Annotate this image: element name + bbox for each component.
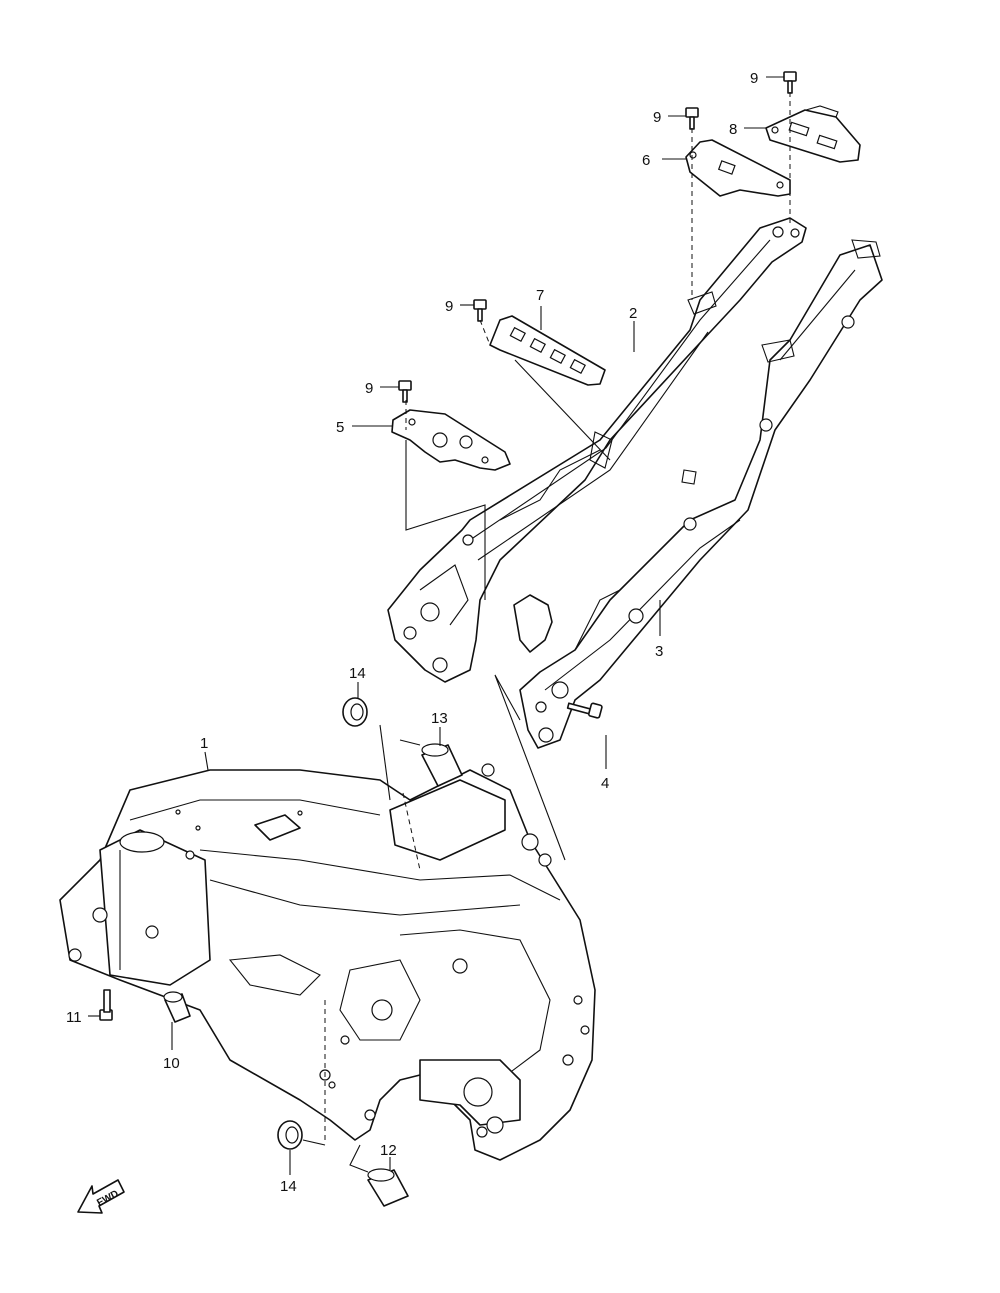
collar-part-13 [421,743,463,787]
alignment-line [379,724,391,801]
callout-11: 11 [66,1009,82,1026]
seat-rail-right-part-3 [513,239,883,749]
alignment-line [405,440,486,600]
bolt-9-low [398,380,412,403]
callout-14-bottom: 14 [280,1178,297,1195]
seat-rail-left-part-2 [387,217,807,683]
callout-6: 6 [642,152,650,169]
plate-part-6 [685,139,791,197]
alignment-line [402,792,421,871]
bushing-part-14-bottom [277,1120,303,1150]
callout-8: 8 [729,121,737,138]
bushing-part-14-top [342,697,368,727]
callout-9-top: 9 [750,70,758,87]
arrow-left-down-icon [77,1179,125,1214]
leader-line [204,751,209,771]
main-frame-part-1 [59,763,596,1161]
callout-2: 2 [629,305,637,322]
bracket-part-5 [391,409,511,471]
callout-10: 10 [163,1055,180,1072]
plate-part-7 [489,315,606,386]
callout-13: 13 [431,710,448,727]
callout-9-left: 9 [445,298,453,315]
callout-1: 1 [200,735,208,752]
callout-3: 3 [655,643,663,660]
callout-9-low: 9 [365,380,373,397]
callout-12: 12 [380,1142,397,1159]
bolt-9-top [783,71,797,94]
fwd-direction-indicator: FWD [77,1179,125,1214]
alignment-line [514,359,611,461]
callout-7: 7 [536,287,544,304]
callout-9-mid: 9 [653,109,661,126]
bolt-9-mid [685,107,699,130]
alignment-line [494,674,566,861]
plate-part-8 [765,105,861,163]
alignment-line [302,1139,326,1146]
callout-4: 4 [601,775,609,792]
bolt-9-left [473,299,487,322]
collar-part-12 [367,1168,409,1207]
collar-part-10 [163,991,191,1023]
alignment-line [399,739,421,746]
bolt-part-4 [566,702,603,719]
alignment-line [479,319,491,346]
alignment-line [349,1144,369,1173]
callout-14-top: 14 [349,665,366,682]
callout-5: 5 [336,419,344,436]
bolt-part-11 [99,989,113,1021]
